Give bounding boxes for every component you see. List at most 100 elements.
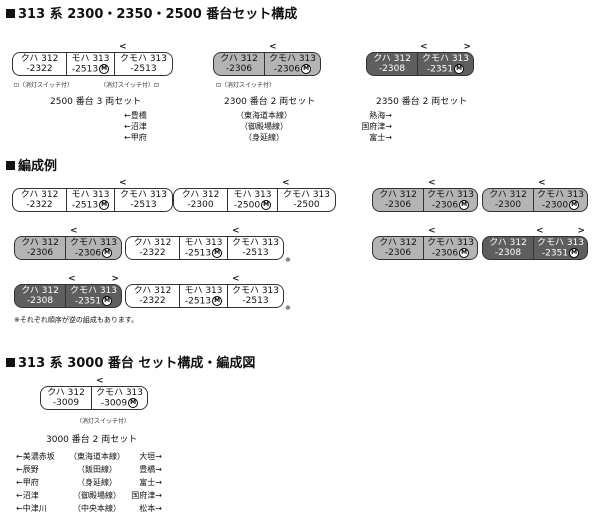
set-caption-3000: 3000 番台 2 両セット bbox=[46, 435, 138, 445]
car-kuha: クハ 312-2306 bbox=[213, 52, 265, 76]
motor-icon: M bbox=[102, 295, 113, 306]
pantograph-icon: < bbox=[119, 42, 127, 52]
motor-icon: M bbox=[301, 63, 312, 74]
pantograph-icon: < bbox=[68, 274, 76, 284]
pantograph-icon: < bbox=[428, 178, 436, 188]
motor-icon: M bbox=[102, 247, 113, 258]
car-kuha: クハ 312-2300 bbox=[482, 188, 534, 212]
section-title-examples: 編成例 bbox=[6, 155, 57, 174]
asterisk-mark: ※ bbox=[285, 304, 291, 312]
dest-list-2350: 熱海→国府津→富士→ bbox=[361, 111, 392, 142]
motor-icon: M bbox=[99, 199, 110, 210]
car-kuha: クハ 312-2308 bbox=[366, 52, 418, 76]
asterisk-mark: ※ bbox=[285, 256, 291, 264]
switch-left-icon: ⊡ bbox=[216, 82, 222, 89]
pantograph-icon: > bbox=[463, 42, 471, 52]
pantograph-icon: < bbox=[536, 226, 544, 236]
pantograph-icon: < bbox=[428, 226, 436, 236]
dest-right-list: 大垣→豊橋→富士→国府津→松本→ bbox=[131, 452, 162, 513]
pantograph-icon: < bbox=[420, 42, 428, 52]
set-caption-2300: 2300 番台 2 両セット bbox=[224, 97, 316, 107]
square-bullet-icon bbox=[6, 9, 15, 18]
section-title-3000: 313 系 3000 番台 セット構成・編成図 bbox=[6, 352, 255, 371]
car-kuha: クハ 312-2306 bbox=[372, 188, 424, 212]
pantograph-icon: < bbox=[96, 376, 104, 386]
motor-icon: M bbox=[99, 63, 110, 74]
light-switch-note: ⊡（消灯スイッチ付） bbox=[216, 82, 276, 89]
car-kuha: クハ 312-3009 bbox=[40, 386, 92, 410]
pantograph-icon: < bbox=[282, 178, 290, 188]
light-switch-note: ⊡（消灯スイッチ付） bbox=[14, 82, 74, 89]
motor-icon: M bbox=[212, 247, 223, 258]
pantograph-icon: > bbox=[577, 226, 585, 236]
reverse-order-note: ※それぞれ順序が逆の組成もあります。 bbox=[14, 316, 139, 324]
motor-icon: M bbox=[454, 63, 465, 74]
car-kuha: クハ 312-2322 bbox=[125, 284, 180, 308]
pantograph-icon: > bbox=[111, 274, 119, 284]
car-kumoha: < クモハ 313-2513 bbox=[115, 43, 173, 76]
car-kuha: クハ 312-2322 bbox=[125, 236, 180, 260]
dest-list-2500: ←豊橋←沼津←甲府 bbox=[124, 111, 147, 142]
car-kuha: クハ 312-2322 bbox=[12, 52, 67, 76]
car-kuha: クハ 312-2300 bbox=[173, 188, 228, 212]
car-kumoha: <クモハ 313-2513 bbox=[228, 227, 284, 260]
switch-right-icon: ⊡ bbox=[154, 82, 160, 89]
switch-left-icon: ⊡ bbox=[14, 82, 20, 89]
motor-icon: M bbox=[212, 295, 223, 306]
car-kuha: クハ 312-2306 bbox=[14, 236, 66, 260]
pantograph-icon: < bbox=[70, 226, 78, 236]
set-caption-2350: 2350 番台 2 両セット bbox=[376, 97, 468, 107]
car-kuha: クハ 312-2308 bbox=[482, 236, 534, 260]
car-kuha: クハ 312-2306 bbox=[372, 236, 424, 260]
pantograph-icon: < bbox=[232, 226, 240, 236]
car-kumoha: <クモハ 313-2513 bbox=[115, 179, 173, 212]
car-kumoha: <クモハ 313-2500 bbox=[278, 179, 336, 212]
motor-icon: M bbox=[569, 247, 580, 258]
pantograph-icon: < bbox=[232, 274, 240, 284]
pantograph-icon: < bbox=[119, 178, 127, 188]
car-kuha: クハ 312-2322 bbox=[12, 188, 67, 212]
pantograph-icon: < bbox=[269, 42, 277, 52]
dest-left-list: ←美濃赤坂←辰野←甲府←沼津←中津川 bbox=[16, 452, 55, 513]
section-title-set-composition: 313 系 2300・2350・2500 番台セット構成 bbox=[6, 3, 297, 22]
car-kuha: クハ 312-2308 bbox=[14, 284, 66, 308]
square-bullet-icon bbox=[6, 161, 15, 170]
car-kumoha: <クモハ 313-2513 bbox=[228, 275, 284, 308]
motor-icon: M bbox=[128, 397, 139, 408]
dest-mid-list: （東海道本線）（飯田線）（身延線）（御殿場線）（中央本線） bbox=[69, 452, 125, 513]
motor-icon: M bbox=[459, 247, 470, 258]
light-switch-note: （消灯スイッチ付） bbox=[76, 418, 131, 425]
light-switch-note: （消灯スイッチ付）⊡ bbox=[100, 82, 160, 89]
pantograph-icon: < bbox=[538, 178, 546, 188]
motor-icon: M bbox=[261, 199, 272, 210]
motor-icon: M bbox=[569, 199, 580, 210]
dest-list-2300: （東海道本線）（御殿場線）（身延線） bbox=[236, 111, 292, 142]
